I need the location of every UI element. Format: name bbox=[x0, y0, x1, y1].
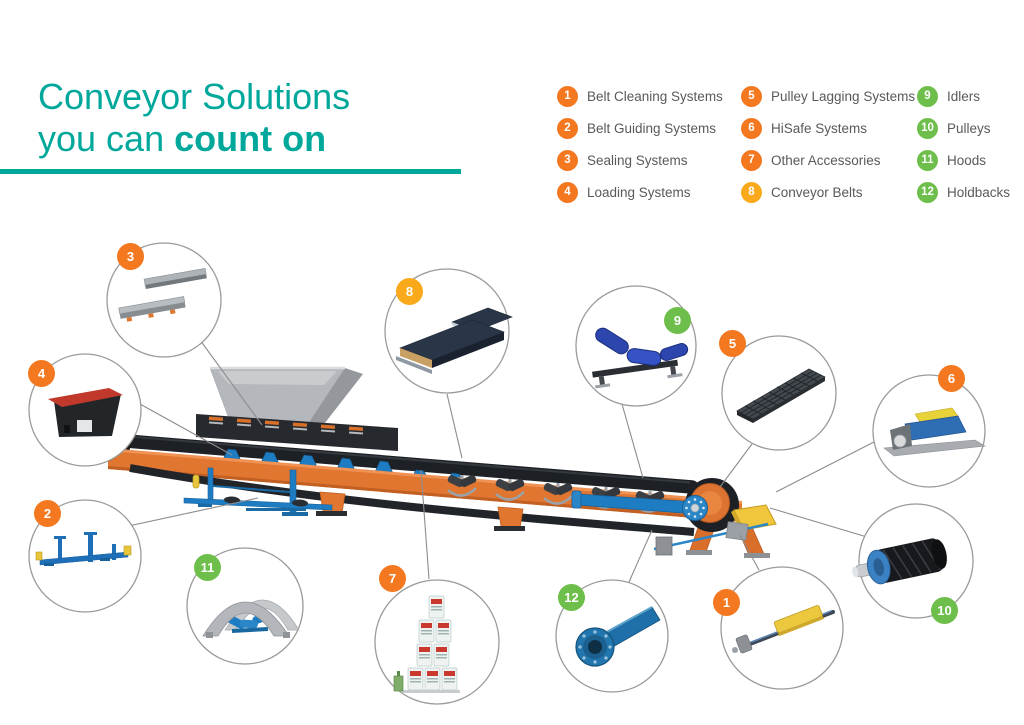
callout-badge-7: 7 bbox=[379, 565, 406, 592]
holdback-icon bbox=[575, 606, 661, 667]
conveyor-illustration bbox=[99, 366, 777, 558]
legend-badge-6: 6 bbox=[741, 117, 762, 139]
legend-item-sealing: 3 Sealing Systems bbox=[557, 144, 723, 176]
legend-badge-4: 4 bbox=[557, 181, 578, 203]
legend-item-conveyor-belts: 8 Conveyor Belts bbox=[741, 176, 915, 208]
legend-column-3: 9 Idlers 10 Pulleys 11 Hoods 12 Holdback… bbox=[917, 80, 1010, 208]
callout-badge-8: 8 bbox=[396, 278, 423, 305]
belt-guiding-icon bbox=[35, 532, 132, 566]
callout-badge-11: 11 bbox=[194, 554, 221, 581]
legend-column-1: 1 Belt Cleaning Systems 2 Belt Guiding S… bbox=[557, 80, 723, 208]
loading-skirt bbox=[196, 414, 398, 451]
loading-chute-icon bbox=[48, 388, 123, 437]
legend-item-hisafe: 6 HiSafe Systems bbox=[741, 112, 915, 144]
legend-badge-2: 2 bbox=[557, 117, 578, 139]
conveyor-belt-icon bbox=[396, 307, 513, 374]
legend-badge-7: 7 bbox=[741, 149, 762, 171]
tail-guiding-assembly bbox=[183, 467, 333, 516]
hood-icon bbox=[202, 599, 300, 638]
sealing-system-icon bbox=[118, 268, 207, 322]
title-line1: Conveyor Solutions bbox=[38, 76, 351, 117]
callout-badge-3: 3 bbox=[117, 243, 144, 270]
lagging-sheet-icon bbox=[736, 368, 826, 423]
hopper bbox=[209, 366, 363, 428]
accessories-stack-icon bbox=[393, 595, 460, 693]
legend-item-hoods: 11 Hoods bbox=[917, 144, 1010, 176]
legend-badge-3: 3 bbox=[557, 149, 578, 171]
title-underline bbox=[0, 169, 461, 174]
callout-badge-12: 12 bbox=[558, 584, 585, 611]
legend-badge-10: 10 bbox=[917, 117, 938, 139]
callout-badge-1: 1 bbox=[713, 589, 740, 616]
legend-label-conveyor-belts: Conveyor Belts bbox=[771, 184, 863, 200]
legend-item-holdbacks: 12 Holdbacks bbox=[917, 176, 1010, 208]
leader-lines bbox=[123, 339, 875, 583]
legend-label-hoods: Hoods bbox=[947, 152, 987, 168]
callout-badge-10: 10 bbox=[931, 597, 958, 624]
pulley-icon bbox=[852, 538, 947, 585]
legend-label-belt-guiding: Belt Guiding Systems bbox=[587, 120, 717, 136]
legend-label-pulley-lagging: Pulley Lagging Systems bbox=[771, 88, 916, 104]
legend-item-other-accessories: 7 Other Accessories bbox=[741, 144, 915, 176]
legend-label-other-accessories: Other Accessories bbox=[771, 152, 881, 168]
legend-item-idlers: 9 Idlers bbox=[917, 80, 1010, 112]
callout-badge-5: 5 bbox=[719, 330, 746, 357]
legend-badge-12: 12 bbox=[917, 181, 938, 203]
legend-label-belt-cleaning: Belt Cleaning Systems bbox=[587, 88, 723, 104]
legend-item-belt-cleaning: 1 Belt Cleaning Systems bbox=[557, 80, 723, 112]
callout-badge-4: 4 bbox=[28, 360, 55, 387]
legend-item-loading: 4 Loading Systems bbox=[557, 176, 723, 208]
belt-cleaner-icon bbox=[732, 605, 835, 654]
legend-label-holdbacks: Holdbacks bbox=[947, 184, 1011, 200]
callout-badge-6: 6 bbox=[938, 365, 965, 392]
legend-badge-1: 1 bbox=[557, 85, 578, 107]
legend-badge-5: 5 bbox=[741, 85, 762, 107]
callout-badge-2: 2 bbox=[34, 500, 61, 527]
hisafe-unit-icon bbox=[883, 407, 986, 457]
title-line2-bold: count on bbox=[174, 118, 327, 159]
idler-set-icon bbox=[592, 327, 689, 389]
legend-item-belt-guiding: 2 Belt Guiding Systems bbox=[557, 112, 723, 144]
legend-badge-8: 8 bbox=[741, 181, 762, 203]
legend-badge-9: 9 bbox=[917, 85, 938, 107]
callout-badge-9: 9 bbox=[664, 307, 691, 334]
head-drive-station bbox=[571, 478, 777, 558]
title-line2: you can count on bbox=[38, 118, 327, 159]
legend-item-pulleys: 10 Pulleys bbox=[917, 112, 1010, 144]
legend-item-pulley-lagging: 5 Pulley Lagging Systems bbox=[741, 80, 915, 112]
legend-label-idlers: Idlers bbox=[947, 88, 981, 104]
legend-column-2: 5 Pulley Lagging Systems 6 HiSafe System… bbox=[741, 80, 915, 208]
page-title: Conveyor Solutions you can count on bbox=[38, 76, 350, 160]
legend-label-sealing: Sealing Systems bbox=[587, 152, 688, 168]
legend-label-loading: Loading Systems bbox=[587, 184, 691, 200]
legend-label-hisafe: HiSafe Systems bbox=[771, 120, 868, 136]
legend-label-pulleys: Pulleys bbox=[947, 120, 991, 136]
legend-badge-11: 11 bbox=[917, 149, 938, 171]
